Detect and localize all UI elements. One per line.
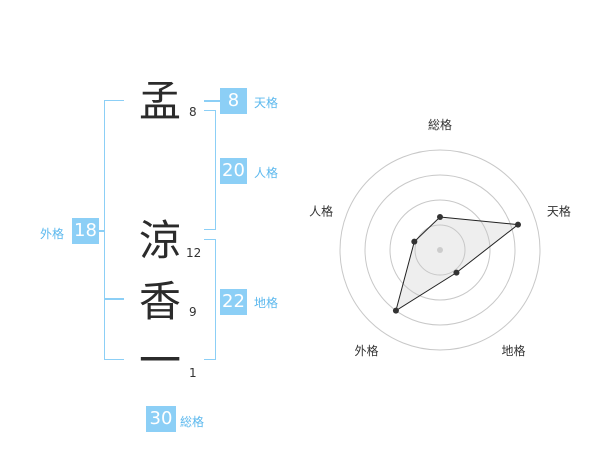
tenkaku-value-box: 8	[220, 88, 247, 114]
name-char-3: 香	[139, 277, 182, 326]
soukaku-label: 総格	[180, 415, 205, 429]
stroke-count-1: 8	[189, 105, 197, 119]
radar-axis-label: 天格	[547, 203, 571, 218]
tenkaku-label: 天格	[254, 96, 279, 110]
gaikaku-label: 外格	[40, 227, 65, 241]
jinkaku-value-box: 20	[220, 158, 247, 184]
radar-point-2	[514, 221, 521, 228]
radar-axis-label: 外格	[355, 343, 379, 358]
chikaku-value-box: 22	[220, 289, 247, 315]
jinkaku-label: 人格	[254, 166, 279, 180]
name-char-2: 涼	[139, 216, 182, 265]
gaikaku-value-box: 18	[72, 218, 99, 244]
stroke-count-2: 12	[186, 246, 202, 260]
name-char-4: 一	[139, 336, 182, 385]
gaikaku-bracket-connector	[97, 230, 105, 232]
radar-point-1	[437, 214, 443, 220]
radar-axis-label: 総格	[428, 117, 452, 132]
radar-point-3	[453, 269, 460, 276]
chikaku-label: 地格	[254, 296, 279, 310]
tenkaku-connector	[204, 100, 220, 102]
radar-axis-label: 人格	[309, 203, 333, 218]
stroke-count-3: 9	[189, 305, 197, 319]
gaikaku-bracket-tick	[104, 298, 124, 300]
jinkaku-bracket	[204, 110, 216, 230]
radar-ring	[339, 149, 541, 351]
stroke-count-4: 1	[189, 366, 197, 380]
radar-axis-label: 地格	[501, 343, 525, 358]
radar-point-5	[411, 238, 418, 245]
radar-polygon	[395, 216, 520, 312]
radar-ring	[389, 199, 491, 301]
soukaku-value-box: 30	[146, 406, 176, 432]
radar-center	[437, 247, 443, 253]
name-char-1: 孟	[139, 77, 182, 126]
radar-ring	[414, 224, 466, 276]
radar-ring	[364, 174, 516, 326]
radar-point-4	[392, 307, 399, 314]
chikaku-bracket	[204, 239, 216, 360]
